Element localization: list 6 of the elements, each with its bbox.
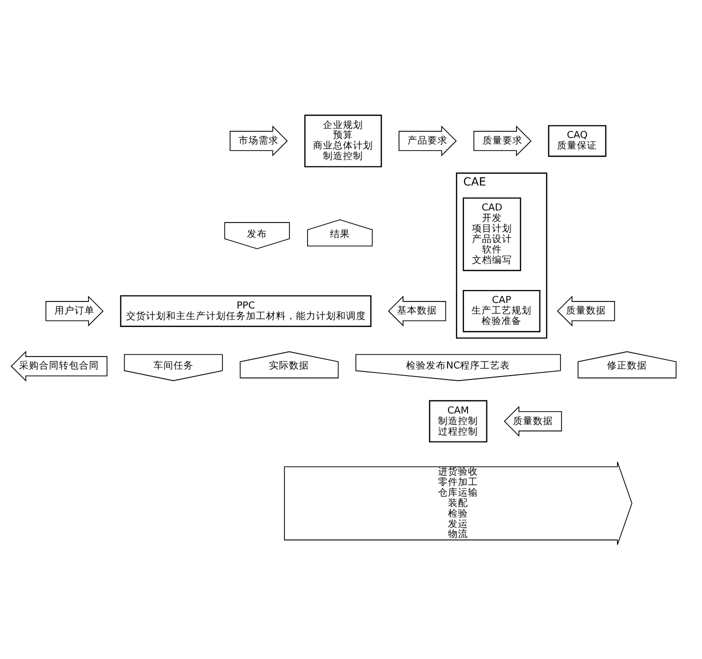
node-box: CAM 制造控制 过程控制 — [429, 400, 488, 442]
node-box: CAQ 质量保证 — [548, 124, 606, 156]
node-box: CAD 开发 项目计划 产品设计 软件 文档编写 — [462, 196, 522, 271]
node-box: 企业规划 预算 商业总体计划 制造控制 — [304, 114, 382, 167]
node-box: PPC 交货计划和主生产计划任务加工材料，能力计划和调度 — [120, 294, 372, 326]
node-box: CAP 生产工艺规划 检验准备 — [462, 289, 540, 332]
